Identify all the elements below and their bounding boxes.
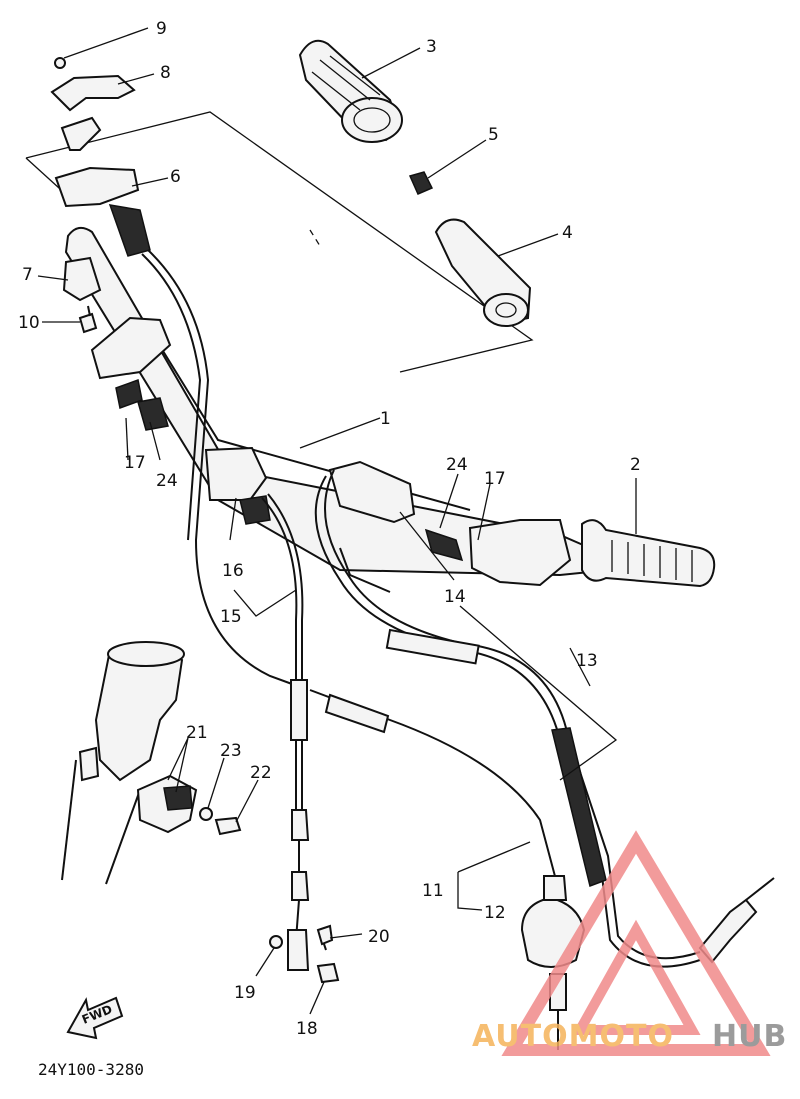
part-label-6: 6 [170,167,181,187]
part-label-10: 10 [18,313,40,333]
part-label-11: 11 [422,881,444,901]
part-label-18: 18 [296,1019,318,1039]
grip-2 [581,519,716,588]
part-label-17-right: 17 [484,469,506,489]
part-label-14: 14 [444,587,466,607]
watermark: AUTOMOTO HUB [472,830,787,1056]
part-label-5: 5 [488,125,499,145]
lever-bracket-top [50,57,151,257]
throttle-grip-4 [434,218,532,327]
part-label-1: 1 [380,409,391,429]
leader-lines [37,27,637,1015]
clamp-21 [136,774,242,836]
left-lever-holder [62,256,172,431]
part-label-13: 13 [576,651,598,671]
watermark-text-part1: AUTOMOTO [472,1019,674,1054]
watermark-triangle-inner [571,919,701,1035]
switch-blocks [204,446,416,525]
watermark-triangle-outer [501,830,771,1056]
part-label-24-right: 24 [446,455,468,475]
collar-5 [408,171,434,195]
part-label-7: 7 [22,265,33,285]
small-parts-lower [269,924,340,984]
part-label-17-left: 17 [124,453,146,473]
watermark-text-part2: HUB [712,1019,787,1054]
air-boot [61,641,185,885]
part-labels: 1 2 3 4 5 6 7 8 9 10 11 12 13 14 15 16 1… [18,19,641,1039]
bolt-10 [78,305,98,334]
right-lever-holder [424,519,572,587]
part-label-19: 19 [234,983,256,1003]
part-label-4: 4 [562,223,573,243]
part-label-24-left: 24 [156,471,178,491]
part-label-15: 15 [220,607,242,627]
diagram-code: 24Y100-3280 [38,1060,144,1079]
part-label-9: 9 [156,19,167,39]
part-label-21: 21 [186,723,208,743]
fwd-arrow: FWD [66,996,124,1040]
part-label-23: 23 [220,741,242,761]
part-label-22: 22 [250,763,272,783]
part-label-3: 3 [426,37,437,57]
part-label-20: 20 [368,927,390,947]
grip-3 [298,39,403,143]
part-label-12: 12 [484,903,506,923]
part-label-16: 16 [222,561,244,581]
part-label-2: 2 [630,455,641,475]
part-label-8: 8 [160,63,171,83]
